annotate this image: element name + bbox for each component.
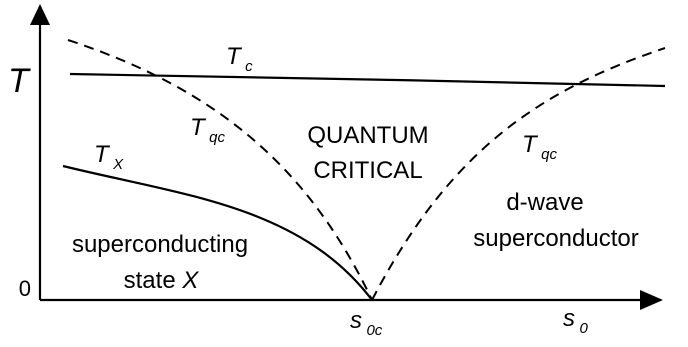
x-axis-label-main: s <box>563 305 575 332</box>
tx-curve <box>62 164 373 301</box>
tc-label-main: T <box>226 43 243 70</box>
tx-label-main: T <box>94 141 111 168</box>
tqc-left-label-main: T <box>190 114 207 141</box>
tqc-right-curve <box>371 47 666 301</box>
tc-label: T c <box>226 43 253 75</box>
sc-state-line2-var: X <box>181 267 199 294</box>
tc-curve <box>69 72 666 88</box>
tqc-left-label-sub: qc <box>209 129 225 146</box>
tqc-right-label: T qc <box>522 131 557 163</box>
tc-label-sub: c <box>245 58 253 75</box>
tx-label: T X <box>94 141 124 173</box>
y-axis-arrowhead <box>30 4 50 25</box>
tqc-right-label-main: T <box>522 131 539 158</box>
origin-label: 0 <box>19 276 31 301</box>
sc-state-line2: state X <box>124 267 200 294</box>
y-axis-label: T <box>8 62 31 100</box>
tqc-right-label-sub: qc <box>541 146 557 163</box>
sc-state-line2-prefix: state <box>124 267 183 294</box>
sc-state-line1: superconducting <box>72 231 248 258</box>
tqc-left-curve <box>67 39 373 301</box>
critical-point-label: s 0c <box>350 307 383 339</box>
quantum-critical-line1: QUANTUM <box>307 122 428 149</box>
x-axis-label-sub: 0 <box>579 320 588 337</box>
critical-point-label-main: s <box>350 307 362 334</box>
critical-point-label-sub: 0c <box>366 322 382 339</box>
d-wave-line1: d-wave <box>506 189 583 216</box>
tx-label-sub: X <box>112 156 124 173</box>
x-axis-arrowhead <box>640 290 663 310</box>
x-axis-label: s 0 <box>563 305 588 337</box>
quantum-critical-line2: CRITICAL <box>313 157 422 184</box>
tqc-left-label: T qc <box>190 114 225 146</box>
d-wave-line2: superconductor <box>473 225 638 252</box>
